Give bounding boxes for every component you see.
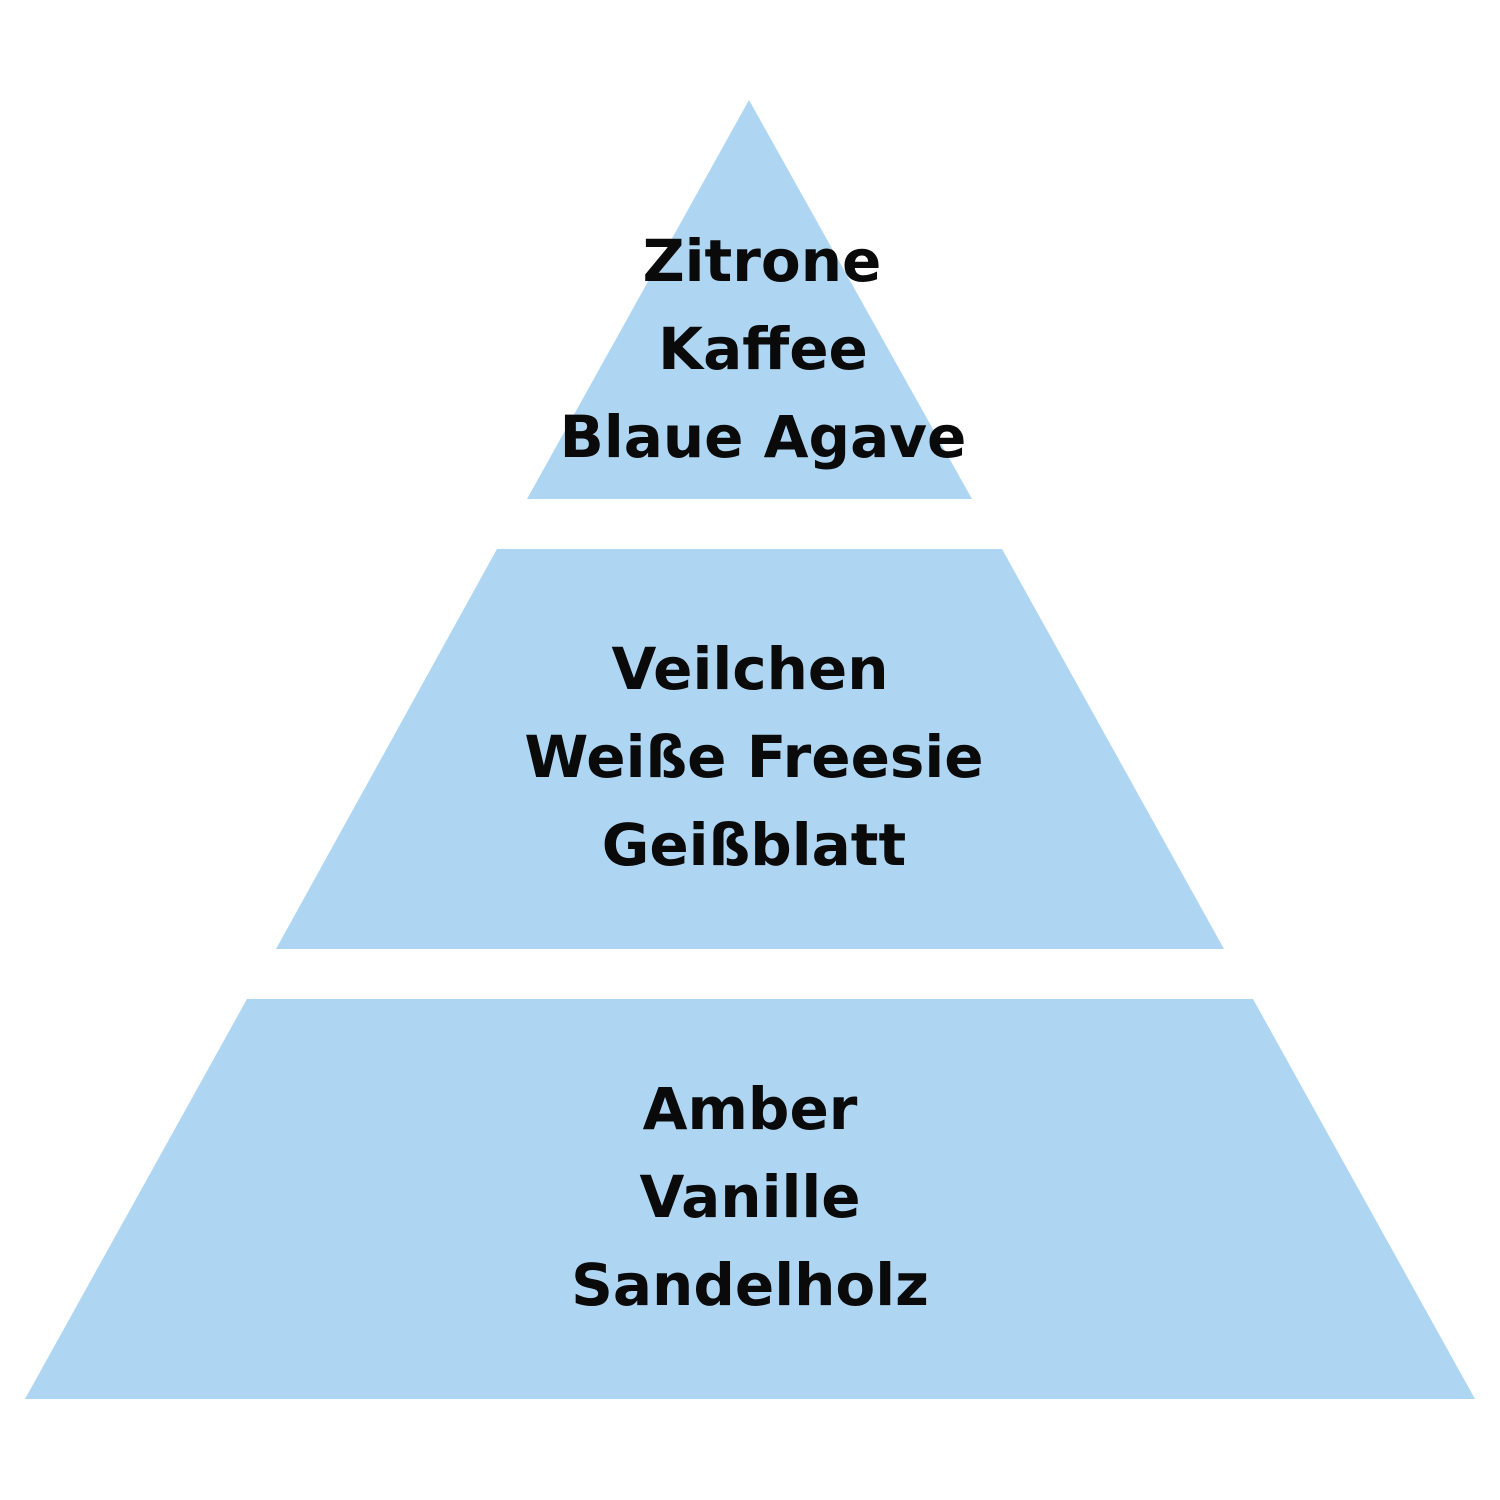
top-note: Zitrone	[642, 227, 882, 295]
top-notes-list: Zitrone Kaffee Blaue Agave	[0, 217, 1500, 481]
base-note: Amber	[642, 1075, 858, 1143]
base-note: Sandelholz	[571, 1251, 929, 1319]
pyramid-tier-base	[25, 999, 1475, 1399]
pyramid-tier-middle	[276, 549, 1224, 949]
top-note: Blaue Agave	[559, 403, 967, 471]
middle-note: Weiße Freesie	[524, 723, 984, 791]
top-note: Kaffee	[658, 315, 868, 383]
pyramid-tier-top	[527, 100, 972, 499]
base-note: Vanille	[639, 1163, 861, 1231]
base-notes-list: Amber Vanille Sandelholz	[0, 1065, 1500, 1329]
middle-note: Geißblatt	[601, 811, 907, 879]
middle-notes-list: Veilchen Weiße Freesie Geißblatt	[0, 625, 1500, 889]
middle-note: Veilchen	[611, 635, 889, 703]
